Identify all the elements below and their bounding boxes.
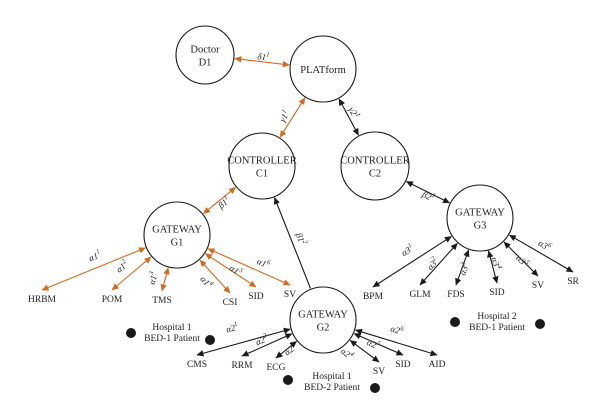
device-pom: POM (102, 295, 123, 305)
patient-dot (450, 317, 460, 327)
device-rrm: RRM (231, 361, 253, 371)
edge-label-g3-sr: α36 (537, 237, 554, 253)
edge-g3-fds (455, 249, 470, 286)
edge-label-g2-aid: α26 (389, 323, 405, 337)
node-platform: PLATform (289, 35, 357, 103)
node-g3: GATEWAY G3 (446, 184, 514, 252)
edge-c1-g1 (203, 187, 236, 214)
edge-label-g3-glm: α32 (424, 255, 441, 272)
node-label: C1 (256, 169, 268, 180)
patient-label: BED-2 Patient (304, 383, 360, 393)
edge-g1-tms (160, 267, 170, 292)
edge-label-c1-g2: β12 (294, 230, 309, 247)
edge-label-g3-sid: α34 (489, 256, 503, 272)
node-label: GATEWAY (152, 225, 202, 236)
edge-g1-hrbm (41, 247, 146, 291)
device-aid: AID (429, 360, 446, 370)
patient-dot (535, 319, 545, 329)
edge-g3-sr (508, 234, 574, 273)
device-sv_g1: SV (284, 290, 296, 300)
device-sr: SR (567, 277, 579, 287)
edge-label-c2-g3: β21 (420, 188, 437, 204)
edge-label-g3-bpm: α31 (399, 242, 415, 258)
edge-c2-g3 (405, 181, 450, 204)
device-csi: CSI (223, 298, 238, 308)
edge-label-g1-sid: α15 (228, 262, 245, 278)
patient-label: Hospital 2 (477, 312, 517, 322)
edge-label-g3-fds: α33 (456, 260, 471, 276)
node-label: D1 (199, 58, 212, 69)
device-fds: FDS (447, 290, 464, 300)
node-label: CONTROLLER (340, 156, 409, 167)
edge-g3-bpm (372, 235, 452, 288)
node-label: GATEWAY (298, 310, 348, 321)
device-glm: GLM (409, 290, 431, 300)
node-c1: CONTROLLER C1 (227, 132, 297, 200)
edge-g1-sv (207, 248, 291, 286)
device-labels: HRBM POM TMS CSI SID SV CMS RRM ECG SV SID AID BPM GL… (28, 277, 579, 377)
node-label: G2 (317, 323, 330, 334)
patient-label: BED-1 Patient (469, 323, 525, 333)
patient-label: Hospital 1 (152, 323, 192, 333)
edge-g3-sid (487, 250, 499, 284)
edge-label-g2-rrm: α22 (254, 332, 271, 347)
edge-label-g2-cms: α21 (225, 321, 240, 335)
device-sv_g3: SV (532, 281, 544, 291)
edge-g2-aid (355, 328, 438, 357)
device-sv_g2: SV (373, 367, 385, 377)
edge-g1-pom (111, 256, 152, 291)
node-c2: CONTROLLER C2 (340, 131, 410, 201)
node-label: PLATform (300, 65, 346, 76)
node-label: CONTROLLER (227, 156, 296, 167)
patient-dot (370, 383, 380, 393)
edge-label-g1-pom: α12 (113, 258, 130, 275)
device-sid_g1: SID (248, 292, 263, 302)
device-sid_g2: SID (395, 360, 410, 370)
patient-label: BED-1 Patient (144, 334, 200, 344)
edge-label-c1-g1: β11 (215, 194, 232, 211)
edge-label-platform-c2: γ21 (347, 105, 362, 120)
node-label: GATEWAY (455, 208, 505, 219)
patient-dot (205, 335, 215, 345)
edge-label-g1-hrbm: α11 (87, 248, 103, 263)
edge-platform-c2 (338, 98, 359, 136)
device-bpm: BPM (363, 292, 384, 302)
patient-dot (283, 375, 293, 385)
edge-platform-c1 (279, 97, 306, 138)
edge-g2-rrm (241, 333, 293, 357)
node-label: Doctor (190, 45, 220, 56)
node-g1: GATEWAY G1 (143, 201, 211, 269)
patient-label: Hospital 1 (312, 372, 352, 382)
device-hrbm: HRBM (28, 295, 57, 305)
device-tms: TMS (152, 296, 172, 306)
edge-label-g2-ecg: α23 (281, 341, 298, 358)
device-cms: CMS (187, 360, 207, 370)
node-label: G3 (474, 221, 487, 232)
edge-label-doctor-platform: δ11 (257, 50, 270, 62)
edge-label-g1-sv: α16 (255, 255, 272, 270)
device-ecg: ECG (267, 363, 286, 373)
edge-label-g1-csi: α14 (198, 273, 215, 290)
edge-g2-ecg (275, 340, 297, 359)
edge-label-g1-tms: α13 (146, 270, 160, 286)
node-label: C2 (369, 169, 381, 180)
edge-label-g2-sid: α25 (365, 336, 382, 351)
edge-doctor-platform (234, 56, 290, 68)
node-g2: GATEWAY G2 (289, 286, 357, 354)
edge-c1-g2 (273, 197, 311, 289)
patient-dot (126, 328, 136, 338)
node-label: G1 (171, 238, 184, 249)
device-sid_g3: SID (489, 288, 504, 298)
edge-label-g2-sv: α24 (339, 345, 356, 362)
edge-g3-glm (419, 242, 458, 286)
